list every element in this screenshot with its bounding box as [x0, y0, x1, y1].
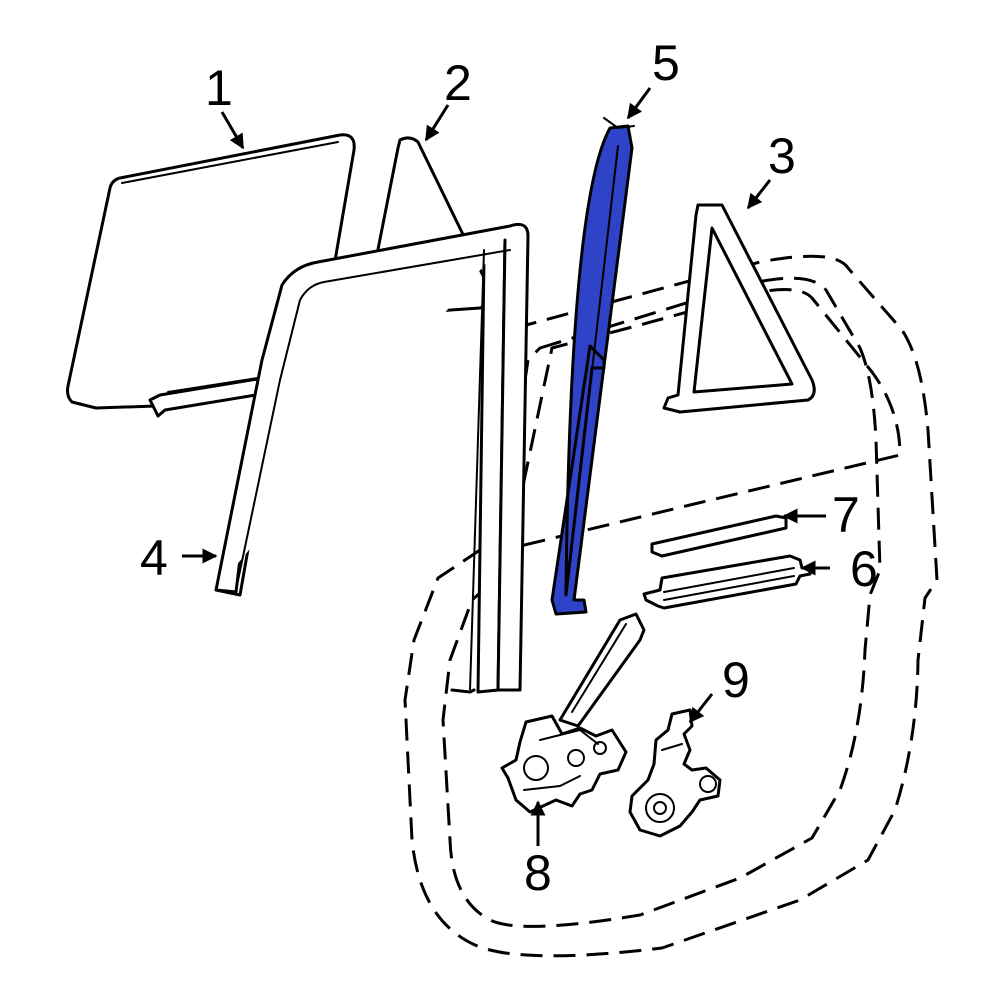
- leader-lines: [182, 87, 830, 846]
- callout-5: 5: [652, 35, 680, 91]
- callout-9: 9: [722, 652, 750, 708]
- callout-1: 1: [205, 60, 233, 116]
- door-panel-outline: [403, 254, 939, 958]
- window-regulator: [500, 612, 646, 814]
- callout-6: 6: [850, 541, 878, 597]
- glass-run-channel: [214, 222, 530, 694]
- callout-4: 4: [140, 530, 168, 586]
- callout-8: 8: [524, 845, 552, 901]
- callout-7: 7: [832, 487, 860, 543]
- window-motor: [628, 708, 722, 838]
- callout-3: 3: [768, 128, 796, 184]
- division-bar-channel: [550, 117, 635, 616]
- quarter-window-frame: [662, 203, 816, 414]
- callout-2: 2: [444, 55, 472, 111]
- belt-molding: [642, 554, 812, 610]
- belt-weatherstrip: [650, 514, 788, 558]
